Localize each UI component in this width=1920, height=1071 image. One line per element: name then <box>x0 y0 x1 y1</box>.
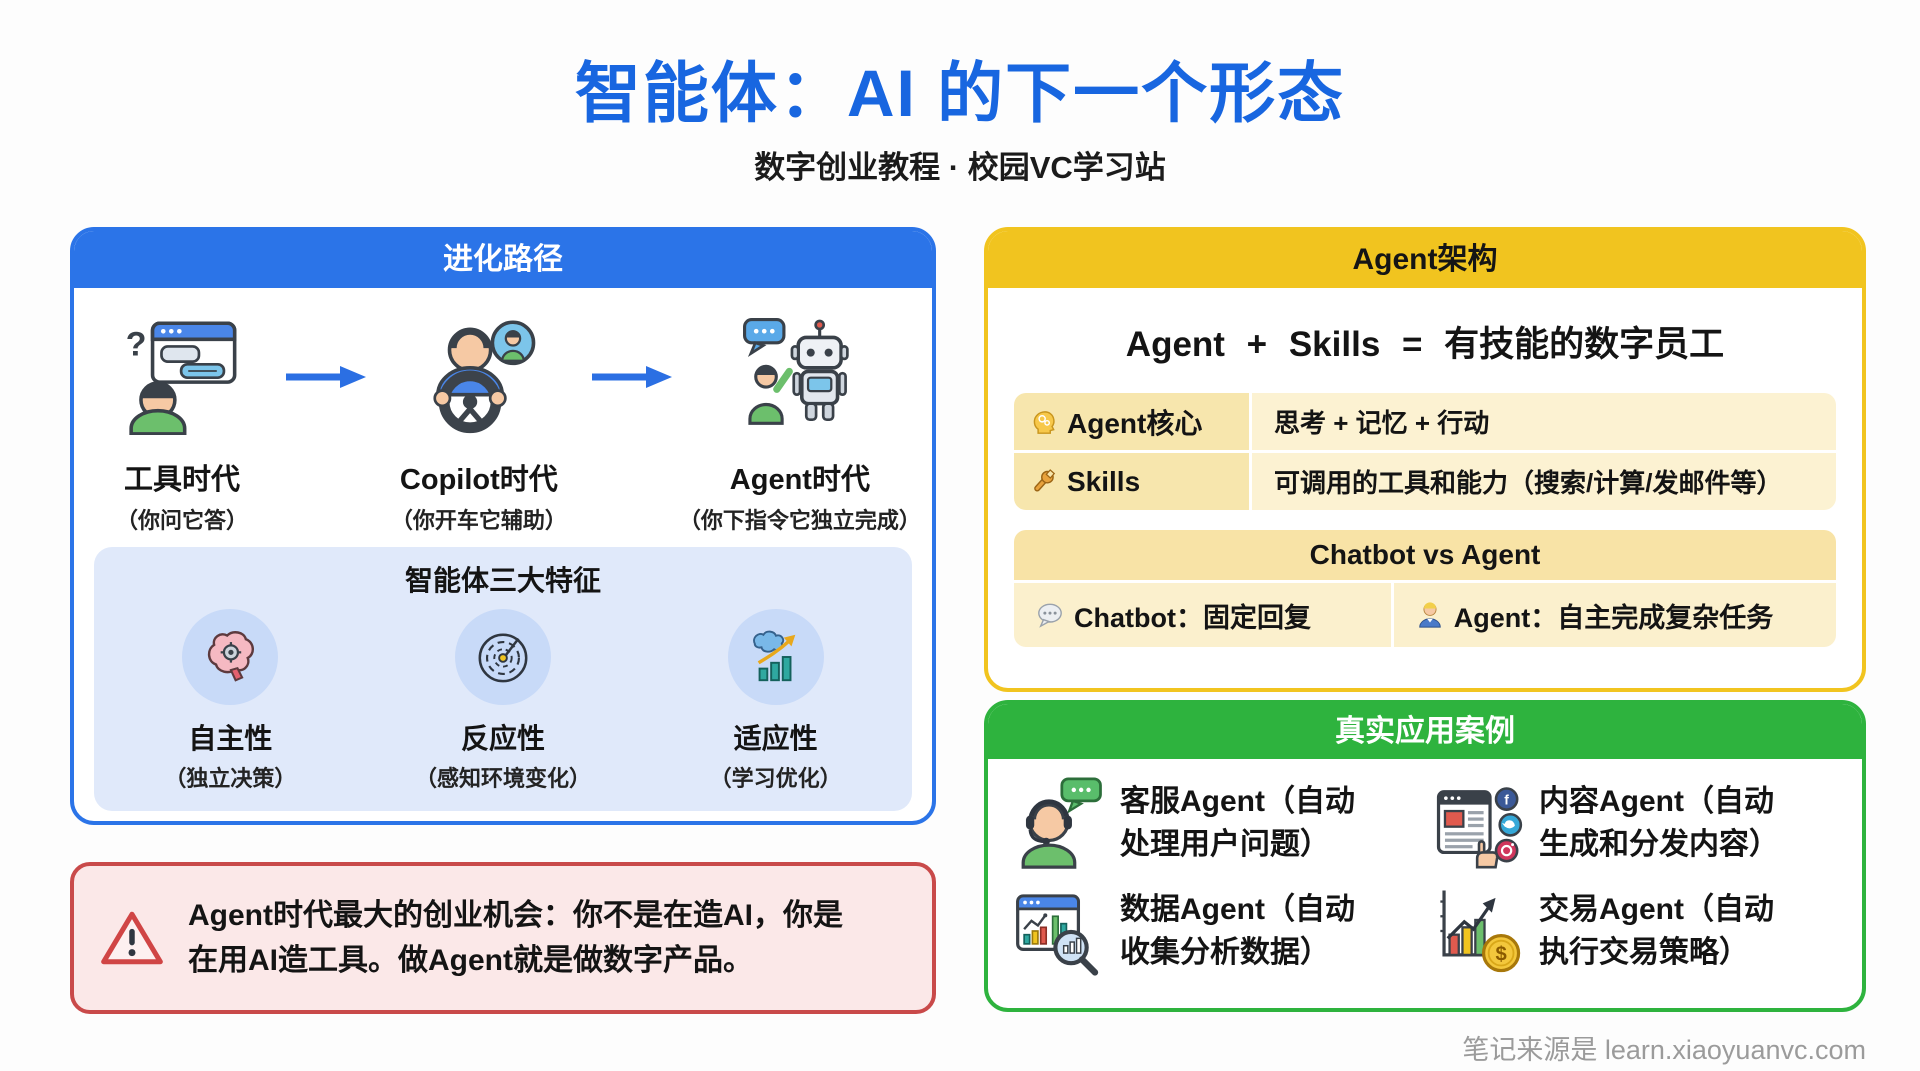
feature-autonomy: 自主性 （独立决策） <box>105 609 355 793</box>
case-line2: 处理用户问题） <box>1120 828 1330 861</box>
arrow-right-icon <box>590 364 674 390</box>
warning-triangle-icon <box>100 908 164 968</box>
opportunity-text: Agent时代最大的创业机会：你不是在造AI，你是 在用AI造工具。做Agent… <box>188 893 843 983</box>
evolution-panel: 进化路径 ? 工具时代 （你问它答） <box>70 227 936 825</box>
feature-adaptivity: 适应性 （学习优化） <box>651 609 901 793</box>
comparison-chatbot-cell: Chatbot：固定回复 <box>1014 583 1391 647</box>
case-text: 客服Agent（自动 处理用户问题） <box>1120 780 1355 867</box>
comparison-agent-cell: Agent：自主完成复杂任务 <box>1393 583 1836 647</box>
case-text: 内容Agent（自动 生成和分发内容） <box>1539 780 1779 867</box>
stage-name: 工具时代 <box>123 464 240 496</box>
comparison-block: Chatbot vs Agent Chatbot：固定回复 <box>1014 530 1836 647</box>
evolution-panel-header: 进化路径 <box>74 231 932 288</box>
comparison-agent-text: Agent：自主完成复杂任务 <box>1453 602 1774 633</box>
comparison-chatbot-text: Chatbot：固定回复 <box>1074 602 1311 633</box>
svg-text:?: ? <box>126 325 147 363</box>
stage-desc: （你下指令它独立完成） <box>678 508 921 533</box>
feature-desc: （独立决策） <box>164 766 297 791</box>
svg-text:f: f <box>1504 793 1509 808</box>
features-box: 智能体三大特征 自主性 （独立决策） <box>94 547 912 811</box>
architecture-table: Agent核心 思考 + 记忆 + 行动 Skills 可调用的工具和能力（搜索… <box>1014 393 1836 510</box>
features-title: 智能体三大特征 <box>404 565 601 596</box>
case-content-agent: f 内容Agent（自动 生成和分发内容） <box>1433 777 1836 869</box>
case-line2: 执行交易策略） <box>1539 936 1749 969</box>
feature-name: 反应性 <box>460 723 545 754</box>
page-subtitle: 数字创业教程 · 校园VC学习站 <box>754 150 1166 185</box>
cases-panel-header: 真实应用案例 <box>988 704 1862 759</box>
opportunity-line1: Agent时代最大的创业机会：你不是在造AI，你是 <box>188 899 843 932</box>
office-worker-icon <box>1416 601 1444 629</box>
content-agent-icon: f <box>1433 777 1525 869</box>
stage-agent-era: Agent时代 （你下指令它独立完成） <box>674 302 926 535</box>
data-agent-icon <box>1014 885 1106 977</box>
arch-row-label-skills: Skills <box>1014 453 1249 510</box>
architecture-panel: Agent架构 Agent + Skills = 有技能的数字员工 Agent核… <box>984 227 1866 692</box>
support-agent-icon <box>1014 777 1106 869</box>
adaptive-growth-icon <box>727 609 824 705</box>
stage-name: Agent时代 <box>729 464 870 496</box>
case-line2: 收集分析数据） <box>1120 936 1330 969</box>
arch-row-value-core: 思考 + 记忆 + 行动 <box>1252 393 1836 450</box>
stage-copilot-era: Copilot时代 （你开车它辅助） <box>368 302 590 535</box>
arch-row-label: Agent核心 <box>1067 407 1203 439</box>
case-line1: 数据Agent（自动 <box>1120 892 1355 926</box>
comparison-title: Chatbot vs Agent <box>1014 530 1836 580</box>
case-line1: 内容Agent（自动 <box>1539 784 1774 818</box>
feature-desc: （学习优化） <box>709 766 842 791</box>
case-text: 交易Agent（自动 执行交易策略） <box>1539 888 1774 975</box>
wrench-icon <box>1030 468 1057 495</box>
tool-era-icon: ? <box>80 302 284 448</box>
feature-name: 自主性 <box>188 723 273 754</box>
feature-name: 适应性 <box>733 723 818 754</box>
footer-source-note: 笔记来源是 learn.xiaoyuanvc.com <box>1462 1035 1866 1065</box>
speech-bubble-icon <box>1036 601 1064 629</box>
page-title: 智能体：AI 的下一个形态 <box>574 56 1346 130</box>
case-line1: 交易Agent（自动 <box>1539 892 1774 926</box>
radar-icon <box>454 609 551 705</box>
case-line1: 客服Agent（自动 <box>1120 784 1355 818</box>
brain-gear-icon <box>182 609 279 705</box>
opportunity-line2: 在用AI造工具。做Agent就是做数字产品。 <box>188 944 753 977</box>
stage-desc: （你问它答） <box>115 508 248 533</box>
arch-row-value-skills: 可调用的工具和能力（搜索/计算/发邮件等） <box>1252 453 1836 510</box>
agent-era-icon <box>674 302 926 448</box>
case-data-agent: 数据Agent（自动 收集分析数据） <box>1014 885 1417 977</box>
evolution-stages: ? 工具时代 （你问它答） <box>74 288 932 539</box>
opportunity-box: Agent时代最大的创业机会：你不是在造AI，你是 在用AI造工具。做Agent… <box>70 862 936 1014</box>
architecture-formula: Agent + Skills = 有技能的数字员工 <box>1125 325 1725 364</box>
stage-name: Copilot时代 <box>399 464 558 496</box>
case-trading-agent: $ 交易Agent（自动 执行交易策略） <box>1433 885 1836 977</box>
case-text: 数据Agent（自动 收集分析数据） <box>1120 888 1355 975</box>
case-line2: 生成和分发内容） <box>1539 828 1779 861</box>
case-support-agent: 客服Agent（自动 处理用户问题） <box>1014 777 1417 869</box>
svg-text:$: $ <box>1495 943 1506 965</box>
trading-agent-icon: $ <box>1433 885 1525 977</box>
stage-desc: （你开车它辅助） <box>390 508 567 533</box>
arrow-right-icon <box>284 364 368 390</box>
feature-desc: （感知环境变化） <box>414 766 591 791</box>
stage-tool-era: ? 工具时代 （你问它答） <box>80 302 284 535</box>
architecture-panel-header: Agent架构 <box>988 231 1862 288</box>
arch-row-label: Skills <box>1067 465 1141 497</box>
thinking-head-icon <box>1030 408 1057 435</box>
copilot-era-icon <box>368 302 590 448</box>
arch-row-label-core: Agent核心 <box>1014 393 1249 450</box>
cases-panel: 真实应用案例 客服Agent（自动 <box>984 700 1866 1012</box>
feature-reactivity: 反应性 （感知环境变化） <box>378 609 628 793</box>
